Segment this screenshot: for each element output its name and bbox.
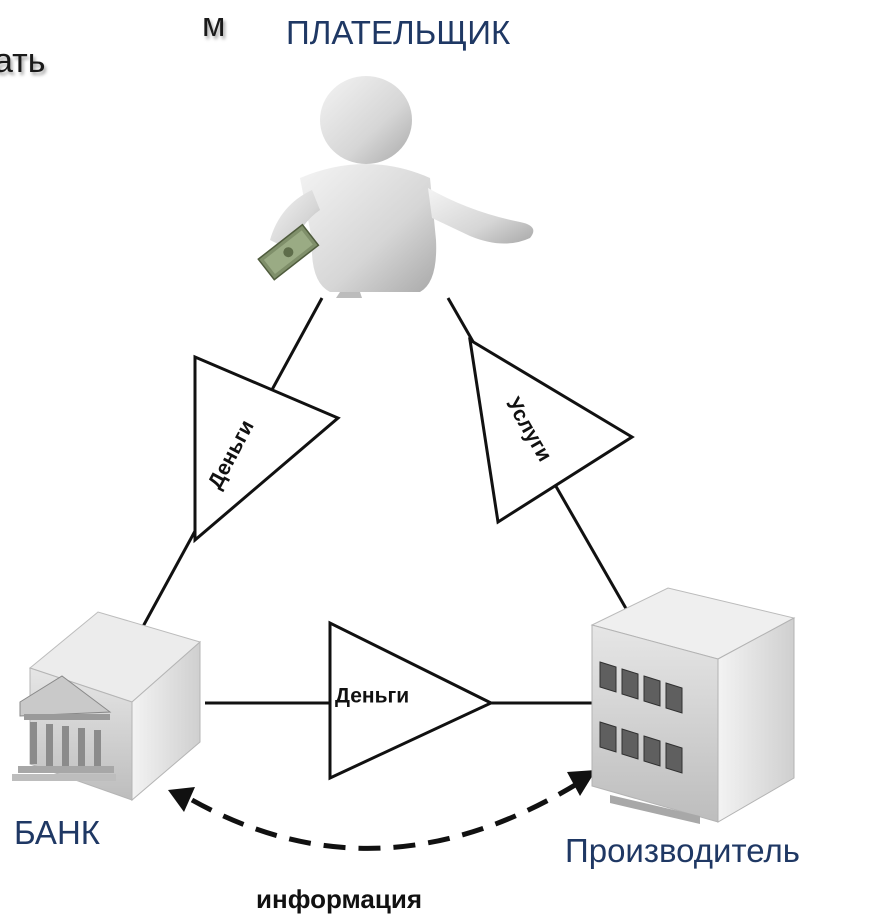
info-arrowhead-right bbox=[567, 770, 596, 796]
info-dashed-arrow bbox=[168, 770, 596, 851]
bank-building-icon bbox=[12, 611, 202, 802]
money-icon bbox=[257, 223, 320, 281]
cropped-text-line-1: м bbox=[202, 6, 226, 44]
flow-payer-to-producer bbox=[468, 337, 635, 525]
person-icon bbox=[270, 76, 534, 298]
office-building-icon bbox=[590, 587, 796, 824]
bank-label: БАНК bbox=[14, 814, 100, 851]
info-label: информация bbox=[256, 884, 423, 914]
flow-bank-to-producer bbox=[328, 620, 495, 781]
cropped-text-line-2: ать bbox=[0, 42, 46, 80]
flow-label-bank-producer: Деньги bbox=[335, 685, 409, 708]
payer-label: ПЛАТЕЛЬЩИК bbox=[286, 14, 511, 51]
producer-label: Производитель bbox=[565, 832, 800, 869]
info-arrowhead-left bbox=[168, 787, 195, 812]
flow-payer-to-bank bbox=[193, 354, 341, 544]
